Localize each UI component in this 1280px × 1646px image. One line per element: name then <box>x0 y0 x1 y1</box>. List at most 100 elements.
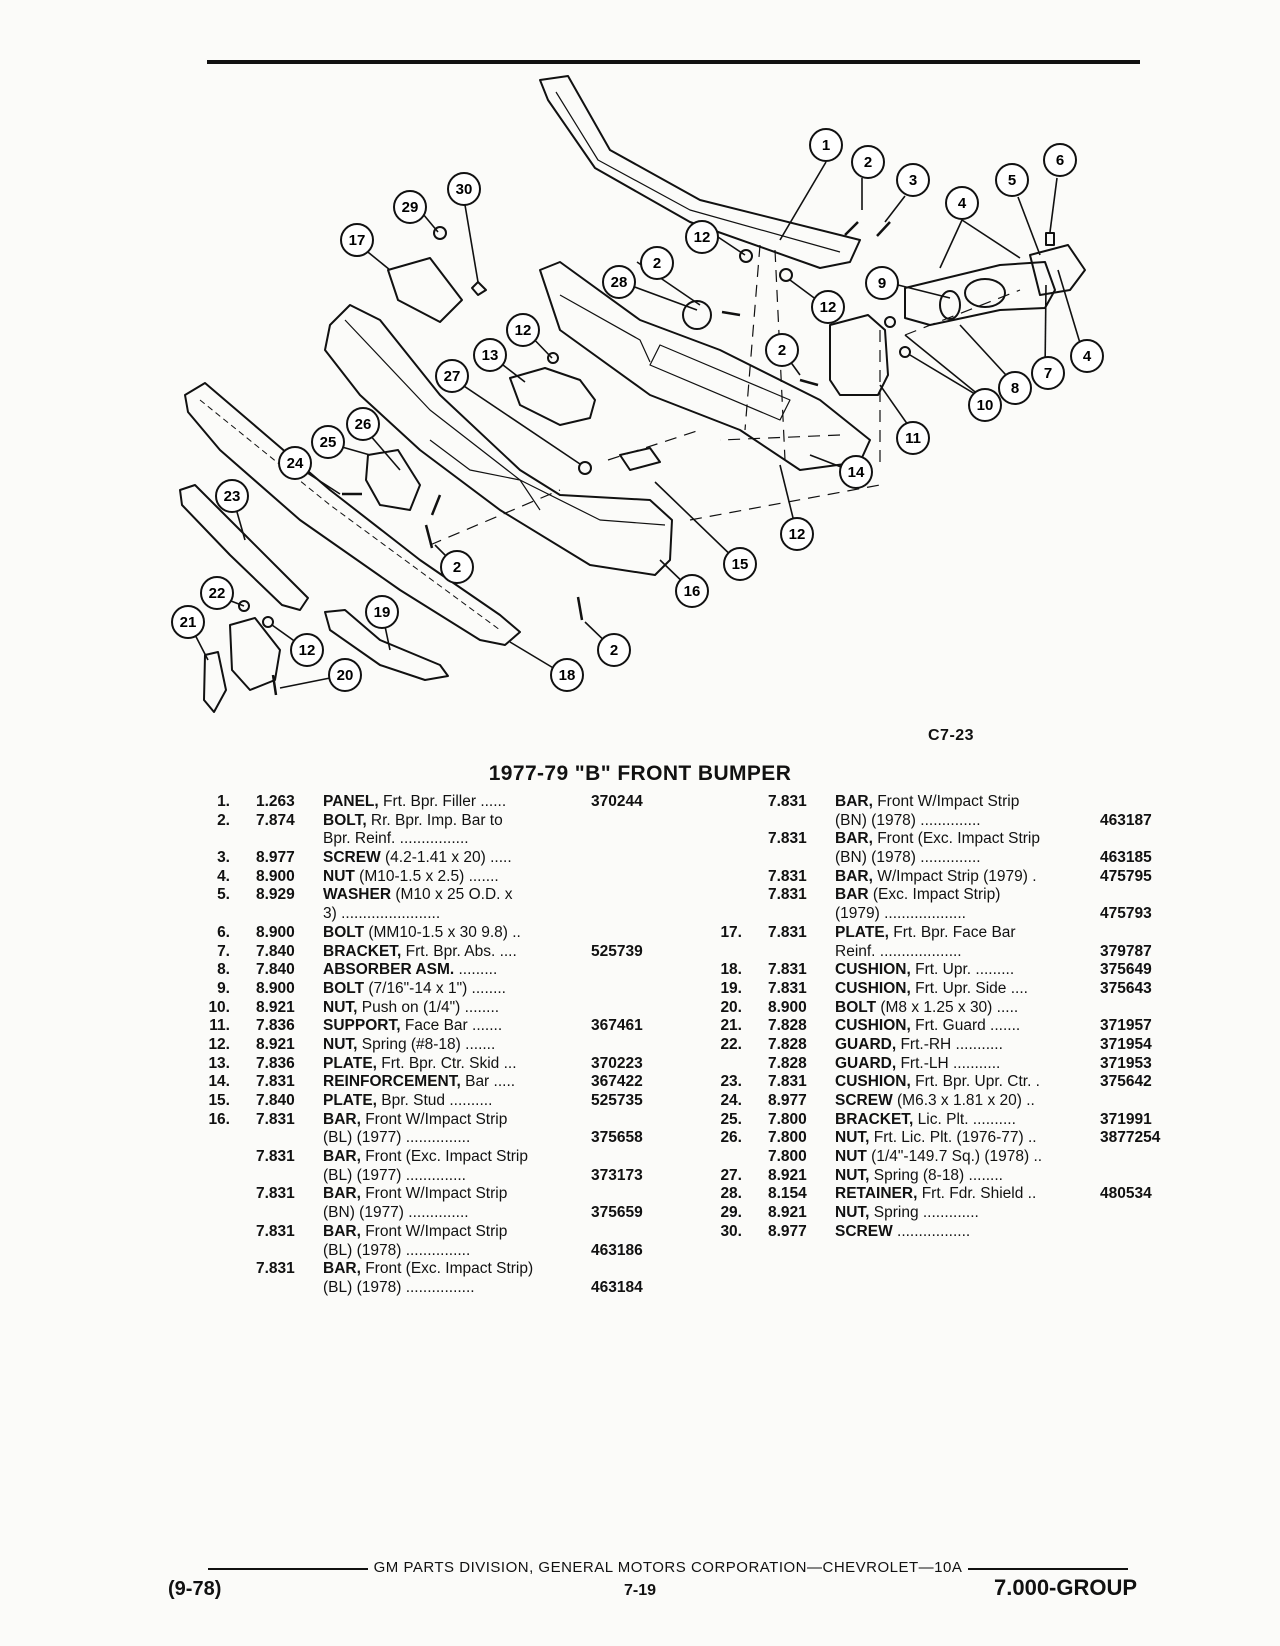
part-detail: Frt. Upr. ......... <box>910 961 1015 979</box>
group-code: 7.800 <box>768 1148 807 1166</box>
group-code: 7.831 <box>768 1073 807 1091</box>
svg-text:15: 15 <box>732 556 749 573</box>
part-name: SCREW <box>835 1092 893 1109</box>
part-description: (BL) (1978) ................ <box>323 1279 583 1298</box>
group-code: 7.831 <box>256 1185 295 1203</box>
part-name: PANEL, <box>323 793 379 810</box>
part-description: BAR, Front (Exc. Impact Strip <box>323 1148 583 1167</box>
part-number: 373173 <box>591 1166 643 1184</box>
part-name: BAR, <box>323 1185 361 1203</box>
part-detail: (M10 x 25 O.D. x <box>391 886 513 904</box>
svg-text:30: 30 <box>456 181 473 198</box>
part-detail: (4.2-1.41 x 20) ..... <box>380 849 512 867</box>
footer-page-number: 7-19 <box>623 1582 657 1599</box>
callout-12e: 12 <box>290 633 324 667</box>
part-detail: Rr. Bpr. Imp. Bar to <box>366 811 503 829</box>
group-code: 8.900 <box>256 923 295 941</box>
svg-text:6: 6 <box>1056 152 1064 169</box>
part-name: BRACKET, <box>323 942 402 960</box>
part-detail: Push on (1/4") ........ <box>357 998 500 1016</box>
part-description: BOLT (7/16"-14 x 1") ........ <box>323 980 583 999</box>
item-number: 1. <box>217 793 230 810</box>
item-number: 26. <box>720 1129 742 1147</box>
part-detail: Frt.-RH ........... <box>896 1035 1003 1053</box>
svg-text:2: 2 <box>778 342 786 359</box>
part-number: 475795 <box>1100 867 1152 885</box>
part-detail: (M6.3 x 1.81 x 20) .. <box>892 1092 1035 1109</box>
part-number: 371957 <box>1100 1017 1152 1035</box>
part-detail: Front W/Impact Strip <box>360 1222 508 1240</box>
parts-row: (BL) (1978) ................463184 <box>188 1279 668 1298</box>
group-code: 7.831 <box>768 830 807 848</box>
top-rule <box>207 60 1140 64</box>
group-code: 7.800 <box>768 1129 807 1147</box>
part-detail: Bar ..... <box>460 1073 516 1091</box>
item-number: 30. <box>720 1222 742 1240</box>
item-number: 29. <box>720 1204 742 1222</box>
part-number: 370223 <box>591 1054 643 1072</box>
part-detail: (Exc. Impact Strip) <box>868 886 1001 904</box>
part-detail: Frt. Bpr. Upr. Ctr. . <box>910 1073 1040 1091</box>
svg-text:11: 11 <box>905 430 921 447</box>
group-code: 8.921 <box>256 998 295 1016</box>
part-description: Bpr. Reinf. ................ <box>323 830 583 849</box>
group-code: 7.831 <box>768 923 807 941</box>
svg-text:2: 2 <box>610 642 618 659</box>
part-number: 371954 <box>1100 1035 1152 1053</box>
svg-text:20: 20 <box>337 667 354 684</box>
callout-17: 17 <box>340 223 374 257</box>
bumper-exploded-diagram: 1 2 3 4 5 6 4 7 8 9 10 11 12 12 12 12 12… <box>171 75 1104 713</box>
part-detail: Frt. Upr. Side .... <box>910 979 1028 997</box>
item-number: 14. <box>208 1073 230 1091</box>
svg-text:12: 12 <box>694 229 711 246</box>
footer-group: 7.000-GROUP <box>994 1575 1138 1600</box>
part-number: 3877254 <box>1100 1129 1161 1147</box>
group-code: 7.831 <box>768 886 807 904</box>
footer-publisher: GM PARTS DIVISION, GENERAL MOTORS CORPOR… <box>208 1559 1128 1576</box>
part-description: CUSHION, Frt. Bpr. Upr. Ctr. . <box>835 1073 1097 1092</box>
group-code: 8.900 <box>256 979 295 997</box>
part-number: 367422 <box>591 1073 643 1091</box>
part-description: RETAINER, Frt. Fdr. Shield .. <box>835 1185 1097 1204</box>
group-code: 7.831 <box>256 1110 295 1128</box>
part-name: RETAINER, <box>835 1185 918 1203</box>
callout-21: 21 <box>171 605 205 639</box>
svg-text:18: 18 <box>559 667 576 684</box>
part-number: 475793 <box>1100 905 1152 923</box>
svg-text:12: 12 <box>789 526 806 543</box>
svg-text:10: 10 <box>977 397 994 414</box>
part-description: (1979) ................... <box>835 905 1097 924</box>
part-number: 371953 <box>1100 1054 1152 1072</box>
svg-text:22: 22 <box>209 585 226 602</box>
part-name: NUT, <box>835 1204 870 1222</box>
part-detail: Face Bar ....... <box>400 1017 503 1035</box>
callout-9: 9 <box>865 266 899 300</box>
footer-publisher-text: GM PARTS DIVISION, GENERAL MOTORS CORPOR… <box>367 1559 969 1576</box>
parts-row: (BL) (1978) ...............463186 <box>188 1242 668 1261</box>
part-description: CUSHION, Frt. Guard ....... <box>835 1017 1097 1036</box>
part-detail: Front (Exc. Impact Strip) <box>360 1260 534 1278</box>
item-number: 22. <box>720 1035 742 1053</box>
part-description: PANEL, Frt. Bpr. Filler ...... <box>323 793 583 812</box>
part-name: NUT, <box>323 1035 358 1053</box>
part-detail: (BL) (1977) ............... <box>323 1129 471 1147</box>
callout-2e: 2 <box>597 633 631 667</box>
part-detail: Frt. Bpr. Abs. .... <box>401 942 517 960</box>
part-detail: W/Impact Strip (1979) . <box>872 867 1037 885</box>
part-description: CUSHION, Frt. Upr. Side .... <box>835 980 1097 999</box>
group-code: 8.977 <box>768 1092 807 1109</box>
part-number: 379787 <box>1100 942 1152 960</box>
group-code: 8.977 <box>768 1222 807 1240</box>
